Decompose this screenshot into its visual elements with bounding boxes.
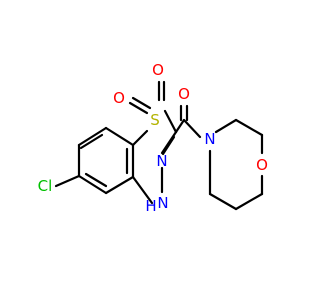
atom-labels: S O O O O N N N H Cl xyxy=(38,61,268,215)
bond xyxy=(131,129,149,147)
bond xyxy=(77,174,108,195)
bond xyxy=(214,118,238,134)
bond xyxy=(104,175,135,195)
atom-label-oxygen: O xyxy=(152,61,164,79)
atom-label-nitrogen: N xyxy=(204,130,215,148)
bond xyxy=(234,192,264,211)
bond xyxy=(128,101,149,115)
bond xyxy=(77,126,108,147)
bond xyxy=(161,135,176,156)
atom-label-nitrogen: N xyxy=(156,152,167,170)
bond xyxy=(208,192,238,211)
bond xyxy=(182,118,202,139)
bond xyxy=(79,133,104,150)
atom-label-chlorine: Cl xyxy=(38,177,53,195)
atom-label-hydrogen: H xyxy=(145,197,156,215)
bond xyxy=(131,175,154,205)
bond xyxy=(104,126,135,147)
atom-label-sulfur: S xyxy=(150,111,160,129)
bonds xyxy=(54,80,264,211)
bond xyxy=(131,96,152,110)
bond xyxy=(163,109,178,134)
bond xyxy=(84,172,108,188)
atom-label-oxygen: O xyxy=(256,156,268,174)
bond xyxy=(174,118,186,134)
bond xyxy=(160,130,178,155)
bond xyxy=(234,118,264,137)
molecule-structure: S O O O O N N N H Cl xyxy=(38,61,268,215)
bond xyxy=(54,174,81,188)
atom-label-oxygen: O xyxy=(113,89,125,107)
atom-label-nitrogen: N xyxy=(157,194,168,212)
atom-label-oxygen: O xyxy=(178,85,190,103)
